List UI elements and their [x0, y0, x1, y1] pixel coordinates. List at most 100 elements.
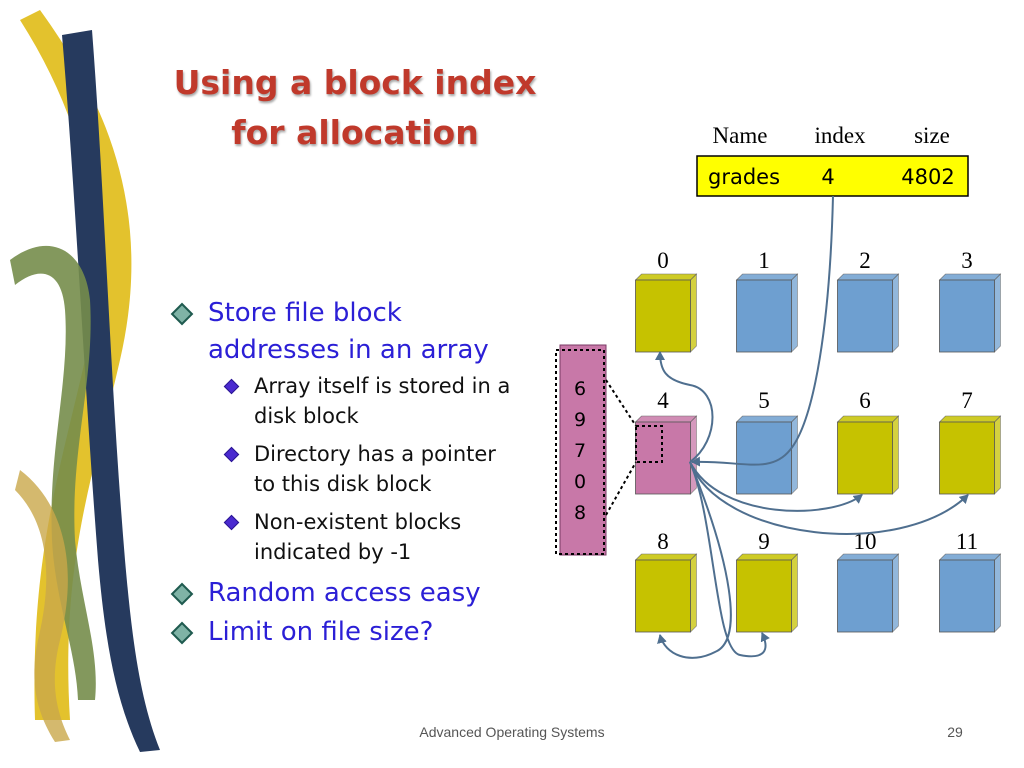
- disk-block-number-label: 0: [657, 248, 669, 273]
- page-number: 29: [947, 724, 963, 740]
- arrow-4-to-6: [689, 461, 863, 512]
- subbullet-text-line: Directory has a pointer: [254, 442, 496, 466]
- disk-block-face: [736, 559, 792, 633]
- index-array-entry: 9: [574, 409, 586, 431]
- bullet-store-addresses: Store file block addresses in an array: [170, 295, 552, 369]
- disk-block-top: [634, 415, 698, 423]
- subbullet-text-line: disk block: [254, 404, 359, 428]
- disk-block-number-label: 11: [956, 529, 978, 554]
- zoom-line-top: [605, 379, 637, 427]
- disk-block-number-label: 9: [758, 529, 770, 554]
- arrow-4-to-8: [657, 461, 732, 659]
- bullet-list: Store file block addresses in an array A…: [170, 295, 552, 653]
- arrow-4-to-9: [689, 461, 770, 658]
- dir-header-index: index: [814, 123, 866, 148]
- bullet-text-line: Random access easy: [208, 578, 481, 608]
- disk-block-top: [634, 553, 698, 561]
- bullet-text-line: Store file block: [208, 298, 402, 328]
- disk-block-face: [635, 559, 691, 633]
- bullet-text-line: addresses in an array: [208, 335, 489, 365]
- disk-block-number-label: 4: [657, 388, 669, 413]
- disk-blocks: 0 1 2 3 4 5 6 7 8 9 10 11: [634, 248, 1002, 633]
- disk-block-11: 11: [938, 529, 1002, 633]
- title-line-2: for allocation: [231, 113, 479, 152]
- index-zoom-square: [635, 425, 663, 463]
- disk-block-1: 1: [735, 248, 799, 353]
- disk-block-top: [836, 273, 900, 281]
- subbullet-text-line: to this disk block: [254, 472, 432, 496]
- disk-block-0: 0: [634, 248, 698, 353]
- disk-block-4: 4: [634, 388, 698, 495]
- disk-block-2: 2: [836, 248, 900, 353]
- index-array-box: [559, 344, 607, 556]
- disk-block-number-label: 3: [961, 248, 973, 273]
- tan-ribbon: [15, 470, 70, 742]
- disk-block-face: [635, 279, 691, 353]
- disk-block-top: [938, 553, 1002, 561]
- disk-block-top: [735, 553, 799, 561]
- subbullet-text-line: indicated by -1: [254, 540, 412, 564]
- disk-block-top: [634, 273, 698, 281]
- disk-block-face: [939, 279, 995, 353]
- navy-ribbon: [62, 30, 160, 752]
- disk-block-side: [690, 415, 697, 495]
- disk-block-8: 8: [634, 529, 698, 633]
- disk-block-number-label: 1: [758, 248, 770, 273]
- disk-block-number-label: 6: [859, 388, 871, 413]
- subbullet-text-line: Non-existent blocks: [254, 510, 462, 534]
- disk-block-top: [836, 415, 900, 423]
- disk-block-face: [635, 421, 691, 495]
- disk-block-top: [735, 273, 799, 281]
- disk-block-face: [837, 279, 893, 353]
- disk-block-top: [938, 273, 1002, 281]
- disk-block-7: 7: [938, 388, 1002, 495]
- dir-entry-index: 4: [821, 165, 834, 189]
- disk-block-top: [735, 415, 799, 423]
- disk-block-top: [938, 415, 1002, 423]
- subbullet-nonexistent-blocks: Non-existent blocks indicated by -1: [172, 507, 552, 567]
- decorative-ribbons: [10, 10, 160, 752]
- disk-block-number-label: 7: [961, 388, 973, 413]
- disk-block-number-label: 8: [657, 529, 669, 554]
- disk-block-number-label: 5: [758, 388, 770, 413]
- disk-block-side: [791, 553, 798, 633]
- disk-block-3: 3: [938, 248, 1002, 353]
- subbullet-array-stored: Array itself is stored in a disk block: [172, 371, 552, 431]
- green-ribbon: [10, 245, 96, 700]
- disk-block-face: [736, 421, 792, 495]
- disk-block-6: 6: [836, 388, 900, 495]
- slide-title: Using a block index for allocation: [140, 58, 570, 158]
- pointer-arrow-dir-to-4: [691, 195, 834, 467]
- disk-block-side: [690, 273, 697, 353]
- disk-block-face: [939, 559, 995, 633]
- disk-block-face: [939, 421, 995, 495]
- subbullet-directory-pointer: Directory has a pointer to this disk blo…: [172, 439, 552, 499]
- footer-course: Advanced Operating Systems: [419, 724, 605, 740]
- disk-block-side: [994, 553, 1001, 633]
- disk-block-9: 9: [735, 529, 799, 633]
- directory-entry-box: [696, 155, 969, 197]
- disk-block-side: [892, 415, 899, 495]
- disk-block-5: 5: [735, 388, 799, 495]
- index-array-entry: 6: [574, 378, 586, 400]
- zoom-line-bottom: [605, 461, 637, 516]
- dir-entry-size: 4802: [901, 165, 954, 189]
- disk-block-side: [994, 273, 1001, 353]
- disk-block-side: [892, 273, 899, 353]
- disk-block-top: [836, 553, 900, 561]
- disk-block-face: [837, 421, 893, 495]
- bullet-random-access: Random access easy: [170, 575, 552, 612]
- dir-header-size: size: [914, 123, 950, 148]
- disk-block-side: [892, 553, 899, 633]
- disk-block-side: [791, 273, 798, 353]
- arrow-4-to-0: [655, 351, 714, 463]
- arrow-4-to-7: [689, 461, 969, 535]
- disk-block-side: [690, 553, 697, 633]
- subbullet-text-line: Array itself is stored in a: [254, 374, 511, 398]
- bullet-text-line: Limit on file size?: [208, 617, 434, 647]
- bullet-limit-size: Limit on file size?: [170, 614, 552, 651]
- disk-block-face: [736, 279, 792, 353]
- disk-block-number-label: 2: [859, 248, 871, 273]
- disk-block-number-label: 10: [854, 529, 877, 554]
